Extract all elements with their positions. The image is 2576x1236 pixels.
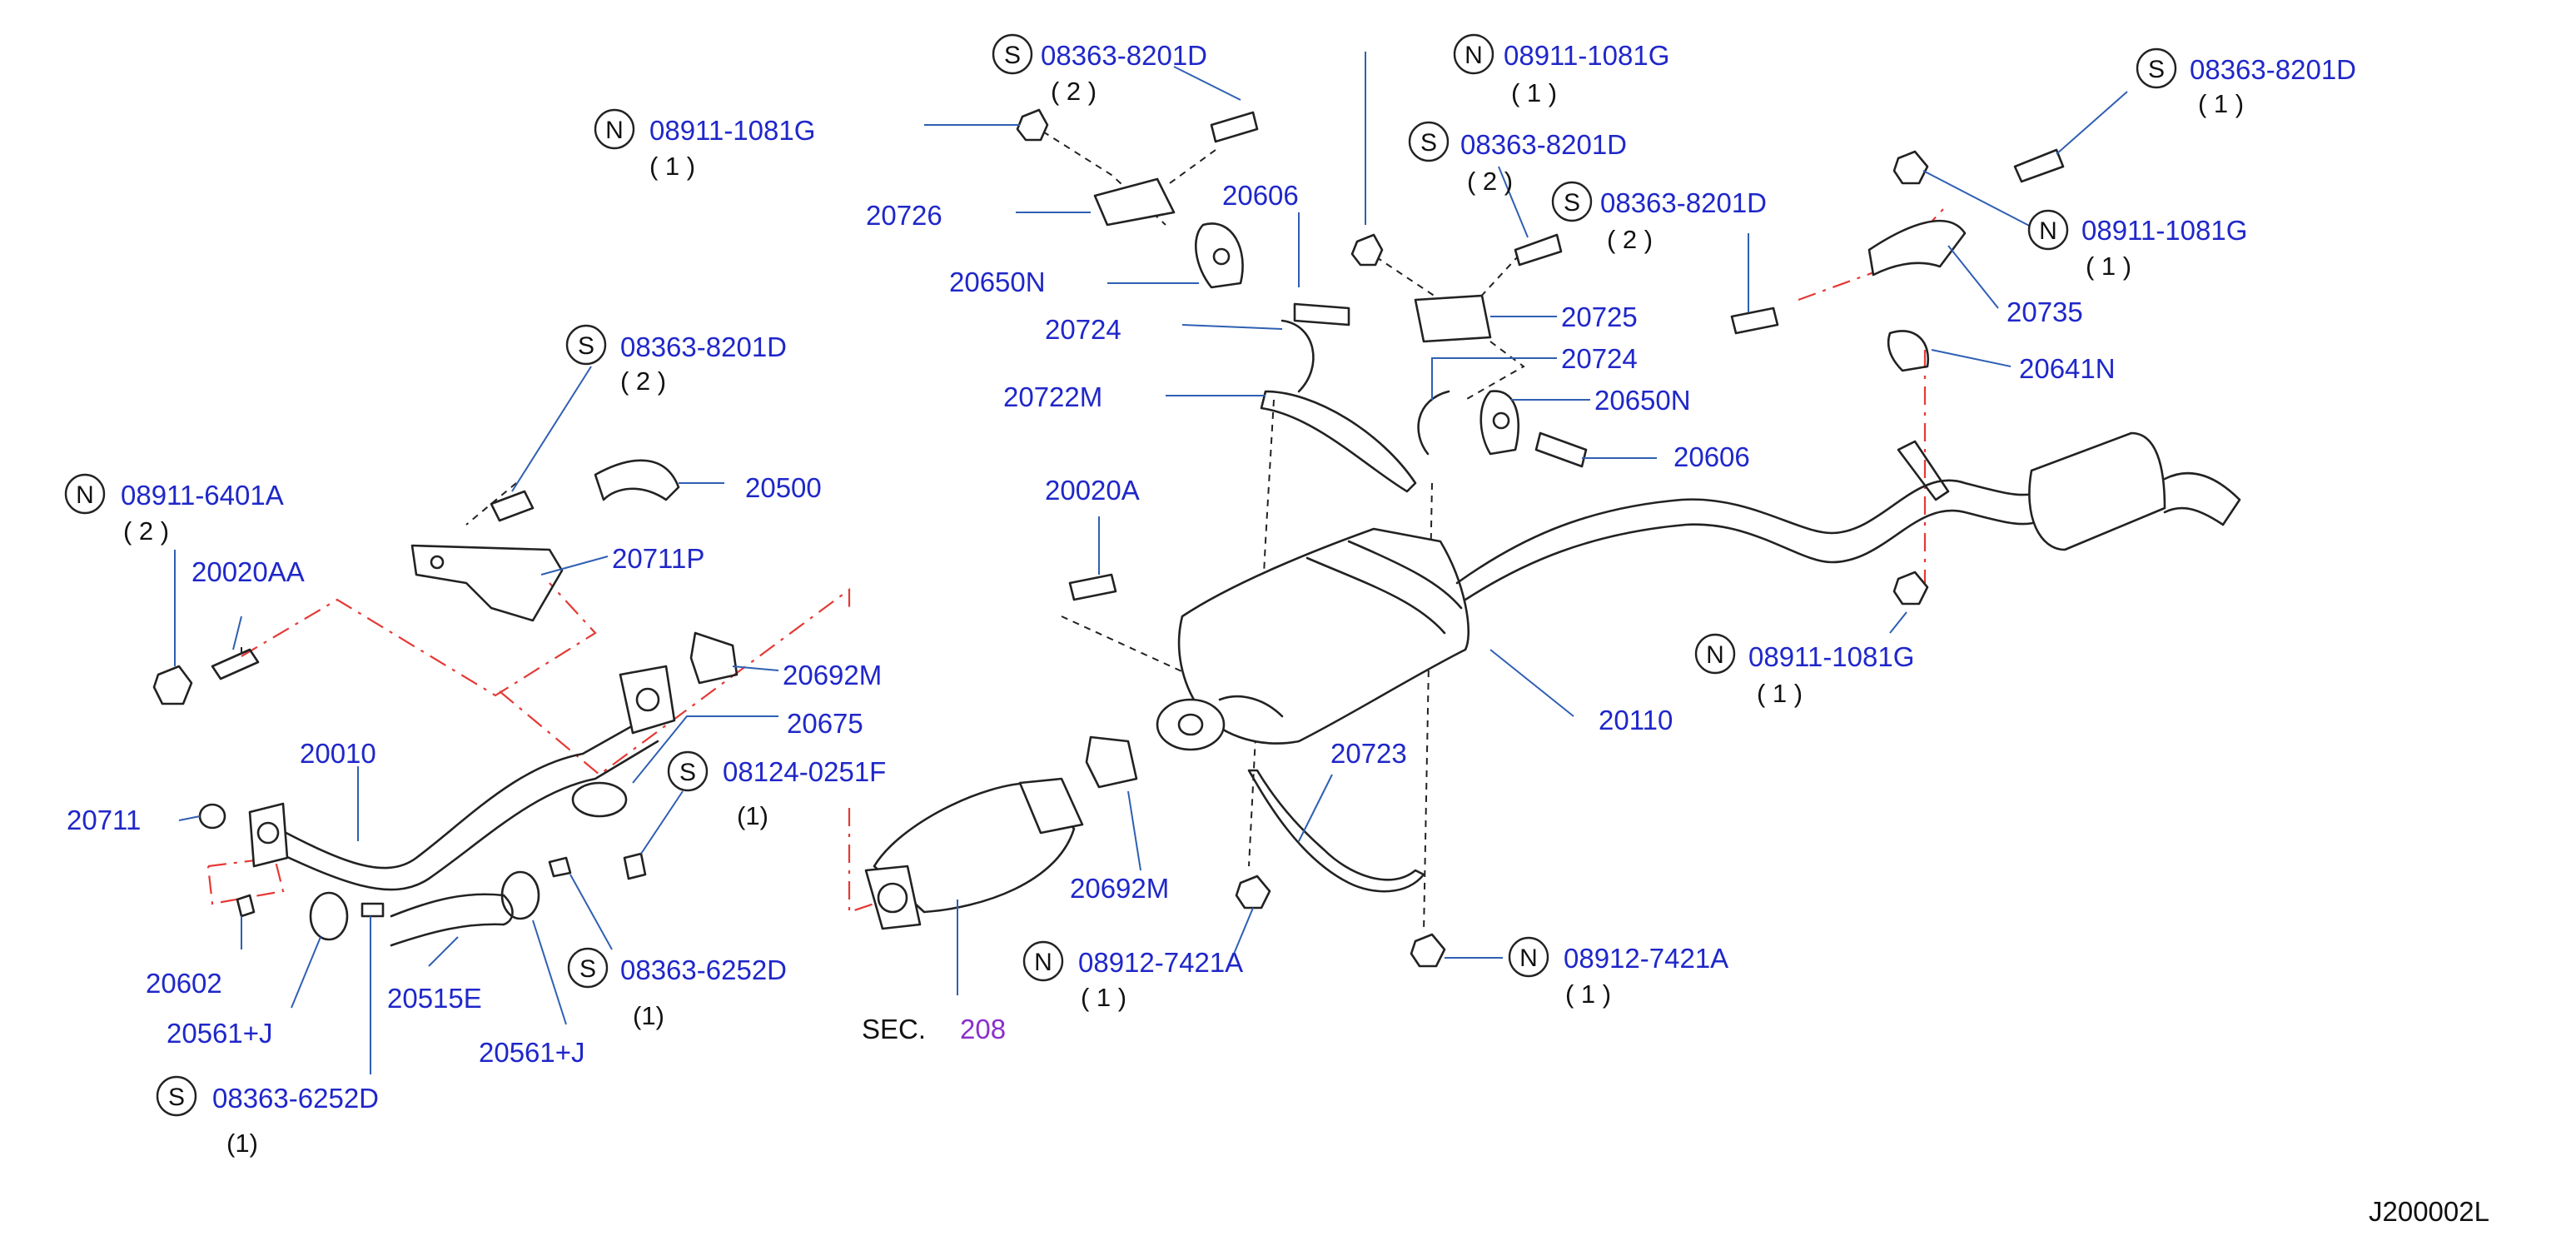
- part-label-20650N: 20650N: [949, 267, 1046, 297]
- callout-c1: S 08363-8201D ( 2 ): [992, 33, 1207, 106]
- part-number: 08363-8201D: [2190, 54, 2356, 85]
- callout-c4: S 08363-8201D ( 2 ): [1408, 121, 1627, 196]
- callout-symbol: S: [2148, 56, 2165, 83]
- part-label-20561-J: 20561+J: [167, 1018, 273, 1049]
- callout-c7: N 08911-1081G ( 1 ): [2027, 209, 2247, 281]
- part-label-20722M: 20722M: [1003, 381, 1102, 412]
- quantity: ( 2 ): [1607, 225, 1653, 254]
- part-number: 08911-1081G: [1748, 641, 1914, 672]
- callout-symbol: N: [2039, 217, 2057, 245]
- quantity: ( 1 ): [2198, 89, 2244, 118]
- quantity: ( 1 ): [649, 152, 695, 181]
- quantity: ( 1 ): [1511, 78, 1557, 107]
- parts-artwork: [152, 108, 2241, 968]
- callout-symbol: S: [1420, 129, 1437, 157]
- part-number: 08911-6401A: [121, 480, 284, 511]
- callout-symbol: S: [579, 955, 596, 983]
- part-number: 08911-1081G: [1504, 40, 1669, 71]
- callout-symbol: N: [1519, 944, 1538, 972]
- callout-c9: N 08911-6401A ( 2 ): [64, 473, 284, 546]
- part-label-20692M: 20692M: [783, 660, 882, 690]
- callout-c12: S 08363-6252D (1): [567, 947, 787, 1030]
- callout-c14: N 08912-7421A ( 1 ): [1508, 936, 1728, 1009]
- part-label-20650N: 20650N: [1594, 385, 1691, 416]
- front-pipe: [261, 715, 651, 870]
- leader-lines: [174, 52, 2128, 1074]
- callout-symbol: S: [1564, 189, 1580, 217]
- part-number: 08363-8201D: [1600, 187, 1767, 218]
- part-number: 08363-8201D: [1460, 129, 1627, 160]
- diagram-code: J200002L: [2369, 1196, 2489, 1227]
- part-number: 08124-0251F: [723, 756, 886, 787]
- callout-symbol: N: [605, 117, 624, 144]
- part-label-20020A: 20020A: [1045, 475, 1140, 506]
- part-number: 08912-7421A: [1078, 947, 1243, 978]
- quantity: ( 1 ): [1081, 983, 1126, 1012]
- callout-c8: S 08363-8201D ( 2 ): [565, 324, 787, 396]
- part-number: 08363-6252D: [212, 1083, 379, 1114]
- callout-symbol: S: [1004, 42, 1021, 69]
- quantity: ( 2 ): [1467, 167, 1513, 196]
- part-label-20010: 20010: [300, 738, 376, 769]
- callout-c5: S 08363-8201D ( 2 ): [1551, 181, 1767, 254]
- part-label-20515E: 20515E: [387, 983, 482, 1014]
- part-label-20500: 20500: [745, 472, 822, 503]
- part-number: 08912-7421A: [1564, 943, 1728, 974]
- callout-symbol: N: [76, 481, 94, 509]
- section-prefix: SEC.: [862, 1014, 926, 1044]
- part-number: 08911-1081G: [649, 115, 815, 146]
- part-label-20711P: 20711P: [612, 543, 704, 574]
- part-label-20723: 20723: [1330, 738, 1407, 769]
- part-label-20110: 20110: [1599, 705, 1673, 735]
- part-label-20726: 20726: [866, 200, 942, 231]
- part-label-20675: 20675: [787, 708, 863, 739]
- quantity: ( 1 ): [1757, 679, 1803, 708]
- callout-symbol: S: [679, 759, 696, 786]
- section-number: 208: [960, 1014, 1006, 1044]
- quantity: ( 2 ): [620, 366, 666, 396]
- quantity: (1): [737, 801, 768, 830]
- part-labels: 20726 20606 20650N 20724 20722M 20725 20…: [67, 180, 2116, 1068]
- part-label-20602: 20602: [146, 968, 222, 999]
- dashed-lines: [241, 124, 1529, 934]
- part-label-20606: 20606: [1673, 441, 1750, 472]
- red-centerlines: [206, 207, 1945, 914]
- callout-c2: N 08911-1081G ( 1 ): [1453, 33, 1669, 107]
- callout-c10: N 08911-1081G ( 1 ): [1694, 633, 1914, 708]
- section-reference: SEC. 208: [862, 1014, 1006, 1044]
- callout-symbol: N: [1034, 949, 1052, 976]
- callout-c13: N 08912-7421A ( 1 ): [1022, 940, 1243, 1012]
- callout-symbol: N: [1706, 641, 1724, 669]
- quantity: ( 2 ): [1051, 77, 1097, 106]
- part-number: 08911-1081G: [2081, 215, 2247, 246]
- quantity: ( 2 ): [123, 516, 169, 546]
- part-number: 08363-8201D: [620, 331, 787, 362]
- callout-c11: S 08124-0251F (1): [667, 750, 886, 830]
- quantity: ( 1 ): [2086, 252, 2131, 281]
- callout-c3: N 08911-1081G ( 1 ): [594, 108, 815, 181]
- callout-c15: S 08363-6252D (1): [156, 1075, 379, 1158]
- callout-symbol: S: [168, 1084, 185, 1111]
- part-label-20735: 20735: [2007, 297, 2083, 327]
- part-label-20641N: 20641N: [2019, 353, 2116, 384]
- part-label-20561-J: 20561+J: [479, 1037, 585, 1068]
- part-label-20711: 20711: [67, 805, 141, 835]
- quantity: ( 1 ): [1565, 979, 1611, 1009]
- part-label-20724: 20724: [1561, 343, 1638, 374]
- part-label-20020AA: 20020AA: [191, 556, 305, 587]
- part-label-20725: 20725: [1561, 302, 1638, 332]
- part-label-20606: 20606: [1222, 180, 1299, 211]
- part-number: 08363-6252D: [620, 954, 787, 985]
- callout-symbol: S: [578, 332, 594, 360]
- callout-c6: S 08363-8201D ( 1 ): [2136, 47, 2356, 118]
- part-number: 08363-8201D: [1041, 40, 1207, 71]
- quantity: (1): [226, 1129, 258, 1158]
- part-label-20724: 20724: [1045, 314, 1121, 345]
- part-label-20692M: 20692M: [1070, 873, 1169, 904]
- callout-symbol: N: [1465, 42, 1483, 69]
- quantity: (1): [633, 1001, 664, 1030]
